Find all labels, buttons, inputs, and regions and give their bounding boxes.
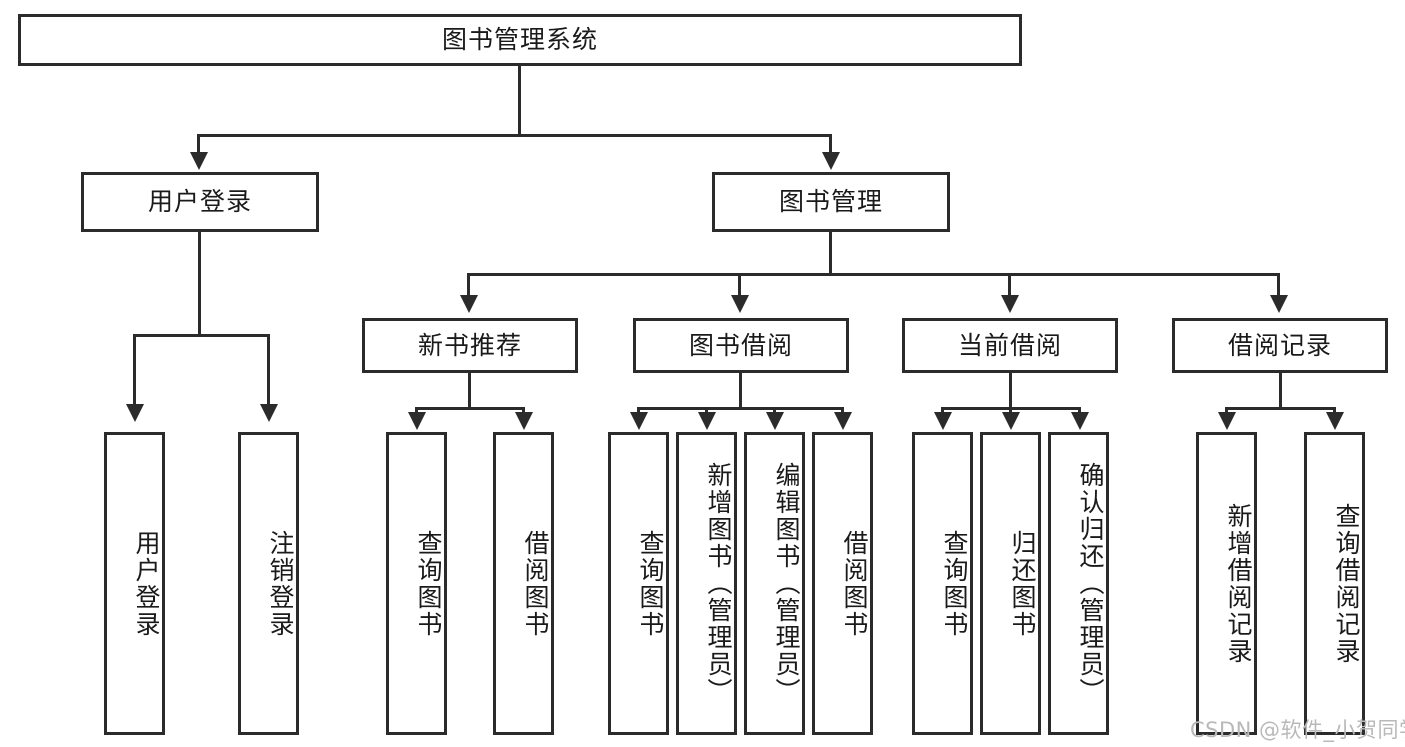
- node-label: 当前借阅: [957, 330, 1062, 360]
- arrow-user-login-leaf-2: [260, 404, 278, 422]
- edge-cb-drop-2: [1009, 407, 1012, 416]
- node-label: 查询图书: [636, 529, 665, 638]
- node-label: 新增借阅记录: [1224, 502, 1253, 665]
- edge-root-to-book-management: [829, 134, 832, 154]
- edge-user-login-stem: [198, 232, 201, 335]
- leaf-nbr-query-book[interactable]: 查询图书: [386, 432, 447, 735]
- node-label: 图书管理系统: [441, 25, 598, 54]
- leaf-user-login-logout[interactable]: 注销登录: [238, 432, 299, 735]
- edge-nbr-bus: [415, 407, 525, 410]
- leaf-bb-add-book-admin[interactable]: 新增图书（管理员）: [676, 432, 737, 735]
- arrow-user-login-leaf-1: [126, 404, 144, 422]
- edge-user-login-bus: [133, 334, 270, 337]
- leaf-bb-edit-book-admin[interactable]: 编辑图书（管理员）: [744, 432, 805, 735]
- arrow-nbr-leaf-1: [408, 412, 426, 430]
- node-label: 用户登录: [132, 529, 161, 638]
- leaf-br-add-record[interactable]: 新增借阅记录: [1196, 432, 1257, 735]
- edge-nbr-drop-2: [522, 407, 525, 416]
- edge-root-stem: [518, 66, 521, 135]
- arrow-root-to-user-login: [190, 152, 208, 170]
- arrow-root-to-book-management: [822, 152, 840, 170]
- node-label: 确认归还（管理员）: [1076, 462, 1105, 705]
- node-label: 查询图书: [414, 529, 443, 638]
- edge-user-login-drop-2: [267, 334, 270, 406]
- edge-nbr-stem: [468, 373, 471, 409]
- node-root-book-management-system[interactable]: 图书管理系统: [18, 14, 1022, 66]
- edge-root-bus: [197, 134, 832, 137]
- arrow-bm-to-new-book-recommend: [460, 295, 478, 313]
- edge-cb-drop-1: [941, 407, 944, 416]
- csdn-watermark: CSDN @软件_小贺同学: [1190, 718, 1405, 742]
- edge-bb-bus: [637, 407, 844, 410]
- arrow-bb-leaf-3: [766, 412, 784, 430]
- edge-br-drop-2: [1333, 407, 1336, 416]
- edge-cb-stem: [1009, 373, 1012, 409]
- leaf-cb-query-book[interactable]: 查询图书: [912, 432, 973, 735]
- edge-nbr-drop-1: [415, 407, 418, 416]
- node-book-management[interactable]: 图书管理: [712, 172, 950, 232]
- leaf-br-query-record[interactable]: 查询借阅记录: [1304, 432, 1365, 735]
- arrow-bm-to-current-borrow: [1001, 295, 1019, 313]
- node-book-borrow[interactable]: 图书借阅: [633, 318, 849, 373]
- node-label: 图书借阅: [688, 330, 793, 360]
- edge-bm-drop-record: [1277, 273, 1280, 297]
- leaf-cb-return-book[interactable]: 归还图书: [980, 432, 1041, 735]
- arrow-br-leaf-2: [1326, 412, 1344, 430]
- edge-br-stem: [1279, 373, 1282, 409]
- arrow-nbr-leaf-2: [515, 412, 533, 430]
- node-label: 新增图书（管理员）: [704, 462, 733, 705]
- leaf-bb-query-book[interactable]: 查询图书: [608, 432, 669, 735]
- edge-book-management-stem: [829, 232, 832, 274]
- edge-bm-drop-new-book: [467, 273, 470, 297]
- node-label: 归还图书: [1008, 529, 1037, 638]
- edge-root-to-user-login: [197, 134, 200, 154]
- node-label: 借阅记录: [1227, 330, 1332, 360]
- edge-br-bus: [1225, 407, 1336, 410]
- arrow-bm-to-borrow-record: [1270, 295, 1288, 313]
- edge-bb-drop-4: [841, 407, 844, 416]
- arrow-br-leaf-1: [1218, 412, 1236, 430]
- edge-bb-drop-3: [773, 407, 776, 416]
- leaf-bb-borrow-book[interactable]: 借阅图书: [812, 432, 873, 735]
- arrow-bb-leaf-1: [630, 412, 648, 430]
- arrow-bm-to-book-borrow: [731, 295, 749, 313]
- node-label: 借阅图书: [521, 529, 550, 638]
- arrow-cb-leaf-2: [1002, 412, 1020, 430]
- node-borrow-record[interactable]: 借阅记录: [1172, 318, 1388, 373]
- edge-bb-drop-2: [705, 407, 708, 416]
- leaf-nbr-borrow-book[interactable]: 借阅图书: [493, 432, 554, 735]
- edge-bm-drop-current: [1008, 273, 1011, 297]
- arrow-bb-leaf-2: [698, 412, 716, 430]
- arrow-bb-leaf-4: [834, 412, 852, 430]
- leaf-user-login-login[interactable]: 用户登录: [104, 432, 165, 735]
- node-label: 新书推荐: [417, 330, 522, 360]
- node-label: 注销登录: [266, 529, 295, 638]
- arrow-cb-leaf-1: [934, 412, 952, 430]
- edge-book-management-bus: [467, 273, 1280, 276]
- edge-cb-drop-3: [1078, 407, 1081, 416]
- node-label: 编辑图书（管理员）: [772, 462, 801, 705]
- node-label: 查询图书: [940, 529, 969, 638]
- leaf-cb-confirm-return-admin[interactable]: 确认归还（管理员）: [1048, 432, 1109, 735]
- edge-bm-drop-borrow: [738, 273, 741, 297]
- edge-bb-drop-1: [637, 407, 640, 416]
- node-new-book-recommend[interactable]: 新书推荐: [362, 318, 578, 373]
- node-user-login[interactable]: 用户登录: [81, 172, 319, 232]
- node-label: 借阅图书: [840, 529, 869, 638]
- edge-br-drop-1: [1225, 407, 1228, 416]
- node-label: 用户登录: [147, 187, 252, 216]
- arrow-cb-leaf-3: [1071, 412, 1089, 430]
- node-label: 查询借阅记录: [1332, 502, 1361, 665]
- edge-user-login-drop-1: [133, 334, 136, 406]
- node-label: 图书管理: [778, 187, 883, 216]
- node-current-borrow[interactable]: 当前借阅: [902, 318, 1118, 373]
- edge-bb-stem: [739, 373, 742, 409]
